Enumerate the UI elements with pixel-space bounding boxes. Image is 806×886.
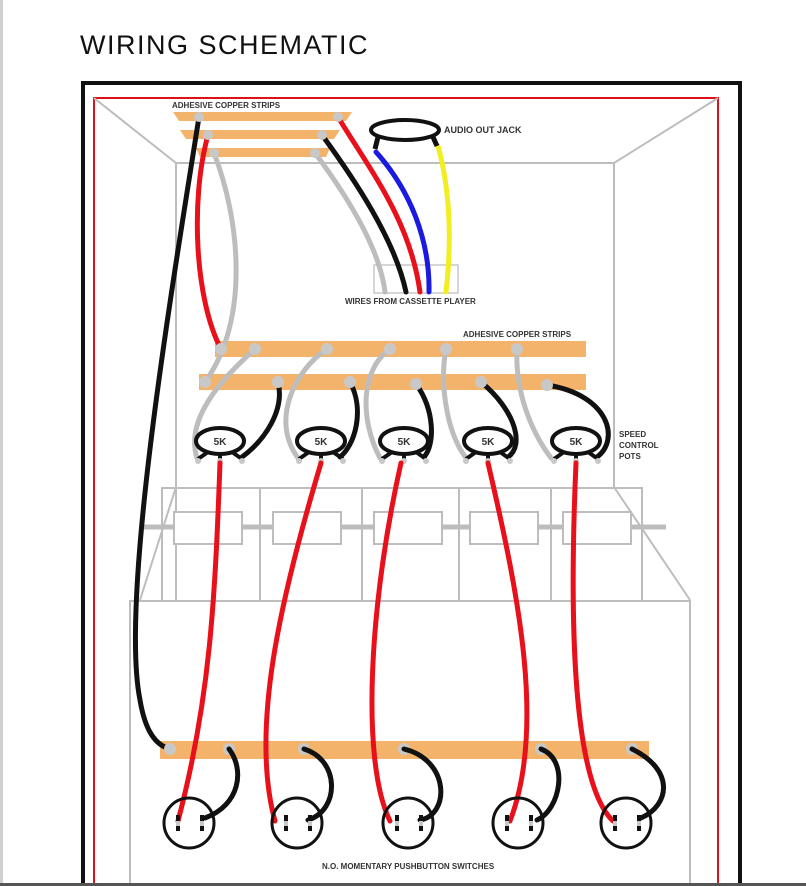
speed-control-pot: 5K: [462, 426, 514, 464]
speed-control-pot: 5K: [550, 426, 602, 464]
pot-value-label: 5K: [214, 437, 228, 448]
label-cassette-wires: WIRES FROM CASSETTE PLAYER: [345, 297, 476, 306]
pushbutton-switch: [381, 796, 435, 850]
page-left-edge: [0, 0, 3, 886]
pushbutton-switch: [599, 796, 653, 850]
label-top-copper-strips: ADHESIVE COPPER STRIPS: [172, 101, 281, 110]
wire-red-cassette: [335, 114, 423, 295]
pot-value-label: 5K: [398, 437, 412, 448]
label-mid-copper-strips: ADHESIVE COPPER STRIPS: [463, 330, 572, 339]
speed-control-pot: 5K: [194, 426, 246, 464]
pushbutton-switch: [491, 796, 545, 850]
wire-blue-audio: [373, 149, 432, 295]
pot-value-label: 5K: [570, 437, 584, 448]
page-bottom-edge: [0, 883, 806, 886]
audio-out-jack: [369, 118, 441, 150]
wire-gray-cassette: [312, 150, 388, 295]
speed-control-pot: 5K: [295, 426, 347, 464]
label-speed-control-pots-3: POTS: [619, 452, 641, 461]
label-speed-control-pots-2: CONTROL: [619, 441, 659, 450]
pot-value-label: 5K: [315, 437, 329, 448]
inner-frame-red: [93, 97, 719, 886]
page-title: WIRING SCHEMATIC: [80, 30, 369, 60]
wire-gray-top-to-mid: [202, 150, 239, 385]
top-copper-strips: [173, 112, 352, 157]
label-audio-out-jack: AUDIO OUT JACK: [444, 125, 522, 135]
pushbutton-switch: [270, 796, 324, 850]
pushbutton-switch: [162, 796, 216, 850]
label-pushbutton-switches: N.O. MOMENTARY PUSHBUTTON SWITCHES: [322, 862, 495, 871]
wire-black-ground: [132, 114, 202, 752]
wire-red-top-to-mid: [194, 132, 224, 352]
label-speed-control-pots-1: SPEED: [619, 430, 646, 439]
speed-control-pot: 5K: [378, 426, 430, 464]
red-signal-wires: [175, 460, 616, 824]
outer-frame-black: [81, 81, 742, 886]
pushbutton-housings: [173, 511, 632, 545]
pot-value-label: 5K: [482, 437, 496, 448]
enclosure-perspective: [93, 97, 719, 886]
pot-wiring: [192, 346, 611, 461]
wire-black-cassette: [319, 132, 409, 295]
wire-yellow-audio: [435, 143, 452, 295]
